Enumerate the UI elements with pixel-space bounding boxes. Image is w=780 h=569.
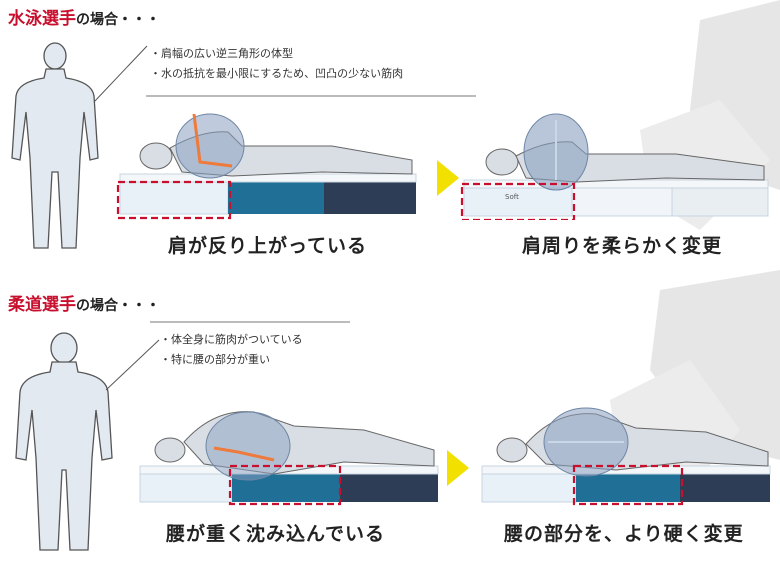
swimmer-before-illustration: [116, 113, 417, 220]
swimmer-title-rest: の場合・・・: [76, 12, 160, 28]
judo-after-caption: 腰の部分を、より硬く変更: [504, 523, 744, 545]
judo-after-focus-box: [572, 464, 684, 506]
swimmer-after-caption: 肩周りを柔らかく変更: [522, 235, 723, 257]
judo-title-accent: 柔道選手: [8, 295, 76, 315]
mattress-soft-zone: [119, 177, 229, 215]
swimmer-note-1: ・肩幅の広い逆三角形の体型: [150, 47, 293, 60]
judo-notes-rule: [150, 321, 350, 323]
mattress-mid-zone: [228, 178, 324, 214]
swimmer-pointer-line: [93, 45, 148, 103]
judo-before-focus-box: [228, 464, 342, 506]
swimmer-before-focus-box: [116, 180, 232, 220]
judo-section-title: 柔道選手の場合・・・: [8, 290, 160, 315]
waist-stress-line: [213, 446, 275, 462]
swimmer-silhouette: [11, 42, 99, 249]
judo-arrow-icon: [447, 450, 469, 486]
swimmer-arrow-icon: [437, 160, 459, 196]
swimmer-before-caption: 肩が反り上がっている: [168, 235, 368, 257]
judo-note-2: ・特に腰の部分が重い: [160, 353, 270, 366]
judo-before-illustration: [139, 411, 439, 506]
judo-note-1: ・体全身に筋肉がついている: [160, 333, 303, 346]
swimmer-notes-rule: [146, 95, 476, 97]
swimmer-section-title: 水泳選手の場合・・・: [8, 4, 160, 29]
shoulder-highlight: [175, 113, 245, 179]
swimmer-after-mattress-label: Soft: [505, 193, 519, 201]
swimmer-notes: ・肩幅の広い逆三角形の体型 ・水の抵抗を最小限にするため、凹凸の少ない筋肉: [150, 44, 403, 84]
waist-highlight: [205, 411, 291, 481]
judo-before-caption: 腰が重く沈み込んでいる: [166, 523, 386, 545]
judo-pointer-line: [105, 339, 160, 391]
swimmer-title-accent: 水泳選手: [8, 9, 76, 29]
judo-notes: ・体全身に筋肉がついている ・特に腰の部分が重い: [160, 330, 303, 370]
shoulder-stress-line: [192, 113, 233, 168]
judo-title-rest: の場合・・・: [76, 298, 160, 314]
judo-after-illustration: [481, 407, 771, 506]
swimmer-note-2: ・水の抵抗を最小限にするため、凹凸の少ない筋肉: [150, 67, 404, 80]
mattress-hard-zone: [324, 178, 416, 214]
swimmer-after-illustration: [460, 113, 769, 220]
judo-silhouette: [15, 332, 113, 551]
swimmer-after-focus-box: [460, 182, 576, 220]
